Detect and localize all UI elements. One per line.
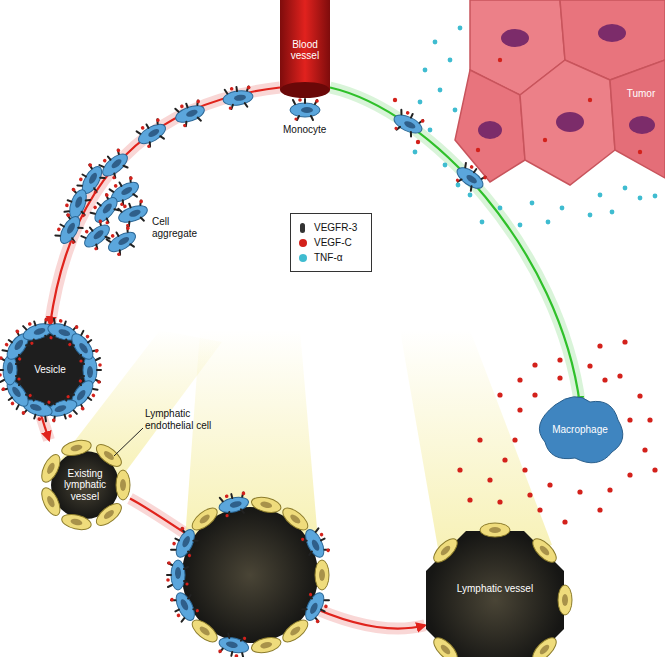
- tumor-cells: [455, 0, 665, 185]
- arrow-glow: [50, 88, 280, 326]
- vesicle-node: Vesicle: [5, 325, 95, 415]
- macrophage-node: Macrophage: [540, 405, 620, 455]
- legend-swatch: [300, 223, 305, 233]
- legend-text: VEGF-C: [314, 235, 352, 250]
- arrow-line: [50, 88, 280, 326]
- part-label: Lymphatic endothelial cell: [145, 408, 230, 431]
- monocytes: [133, 84, 489, 195]
- legend-text: VEGFR-3: [314, 220, 357, 235]
- cell-aggregate: [52, 146, 150, 258]
- node-text: Blood vessel: [280, 39, 330, 62]
- vessel-node: Blood vessel: [280, 2, 330, 92]
- lymphatic-vessel: [426, 523, 572, 657]
- blood-vessel: [280, 0, 330, 90]
- node-text: Existing lymphatic vessel: [56, 468, 114, 503]
- merging-vessel: [166, 490, 332, 657]
- legend-item: TNF-α: [299, 250, 363, 265]
- legend-swatch: [299, 239, 307, 247]
- vessel-node: Existing lymphatic vessel: [40, 440, 130, 530]
- vessel-opening: [280, 82, 330, 98]
- node-text: Lymphatic vessel: [457, 583, 533, 595]
- legend-text: TNF-α: [314, 250, 343, 265]
- node-text: Macrophage: [552, 424, 608, 436]
- existing-vessel: [38, 438, 130, 532]
- part-label: Cell aggregate: [152, 216, 212, 239]
- leader-line: [114, 428, 143, 456]
- legend-item: VEGFR-3: [299, 220, 363, 235]
- part-label: Monocyte: [283, 124, 343, 136]
- node-text: Tumor: [627, 88, 656, 100]
- macrophage-cell: [539, 397, 622, 463]
- legend-swatch: [299, 254, 307, 262]
- vegfc-dots: [393, 58, 658, 525]
- vessel-node: Lymphatic vessel: [425, 530, 565, 657]
- node-text: Vesicle: [34, 364, 66, 376]
- legend-item: VEGF-C: [299, 235, 363, 250]
- lymph-tube: [400, 330, 552, 560]
- vesicle-ring: [0, 316, 102, 424]
- flow-arrow: [50, 88, 280, 326]
- tnf-dots: [413, 26, 658, 228]
- legend-box: VEGFR-3VEGF-CTNF-α: [290, 213, 372, 272]
- tumor-node: Tumor: [618, 84, 664, 104]
